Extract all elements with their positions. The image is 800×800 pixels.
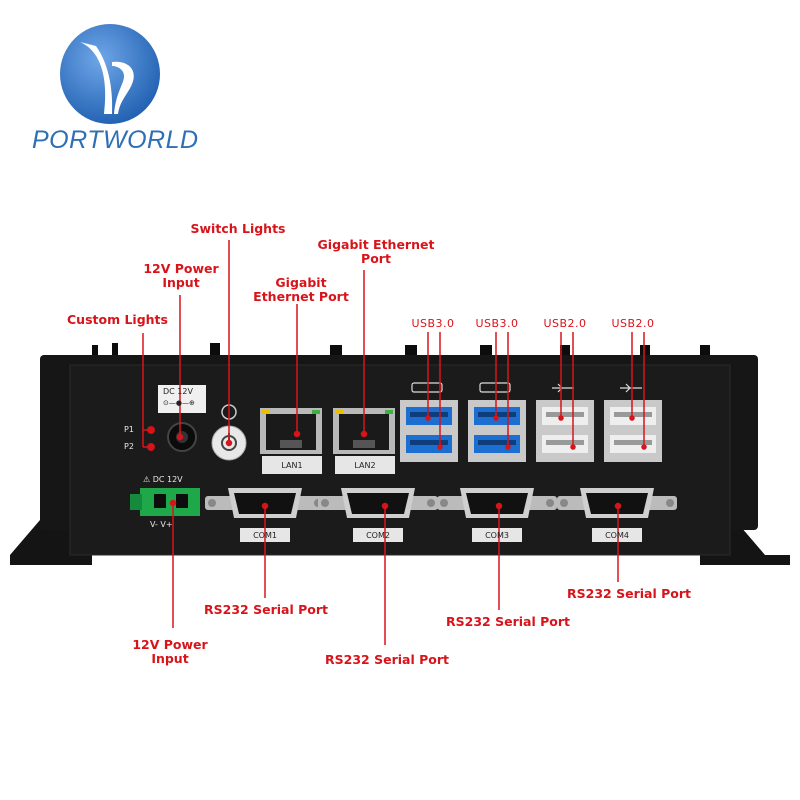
led-label-p1: P1: [124, 425, 134, 434]
usb-label-2: USB3.0: [475, 317, 519, 330]
callout-12v-power-top: 12V Power Input: [143, 261, 219, 290]
dc-label-top: DC 12V: [163, 387, 193, 396]
usb-label-4: USB2.0: [611, 317, 655, 330]
callout-rs232-2: RS232 Serial Port: [325, 652, 449, 667]
usb2-stack-1: [536, 400, 594, 462]
callout-switch-lights: Switch Lights: [190, 221, 286, 236]
callout-custom-lights: Custom Lights: [67, 312, 168, 327]
callout-12v-power-bottom: 12V Power Input: [132, 637, 208, 666]
usb2-stack-2: [604, 400, 662, 462]
dc-warning-label: ⚠ DC 12V: [143, 475, 183, 484]
dc-polarity-top: ⊙—●—⊕: [163, 399, 195, 407]
brand-name: PORTWORLD: [32, 126, 199, 154]
usb-label-3: USB2.0: [543, 317, 587, 330]
com4-label: COM4: [605, 531, 629, 540]
sailboat-circle-logo-icon: [60, 24, 160, 124]
terminal-polarity: V- V+: [150, 520, 173, 529]
com2-label: COM2: [366, 531, 390, 540]
usb3-stack-1: [400, 400, 458, 462]
led-label-p2: P2: [124, 442, 134, 451]
com-port-2: [318, 488, 438, 542]
usb3-stack-2: [468, 400, 526, 462]
com-port-4: [557, 488, 677, 542]
lan1-label: LAN1: [281, 461, 303, 470]
com1-label: COM1: [253, 531, 277, 540]
lan-port-1: [260, 408, 322, 474]
callout-gigabit-right: Gigabit Ethernet Port: [317, 237, 435, 266]
callout-gigabit-left: Gigabit Ethernet Port: [253, 275, 349, 304]
dc-terminal-block: [130, 488, 200, 516]
usb-label-1: USB3.0: [411, 317, 455, 330]
callout-rs232-4: RS232 Serial Port: [567, 586, 691, 601]
callout-rs232-3: RS232 Serial Port: [446, 614, 570, 629]
callout-rs232-1: RS232 Serial Port: [204, 602, 328, 617]
lan2-label: LAN2: [354, 461, 376, 470]
com-port-3: [437, 488, 557, 542]
com3-label: COM3: [485, 531, 509, 540]
